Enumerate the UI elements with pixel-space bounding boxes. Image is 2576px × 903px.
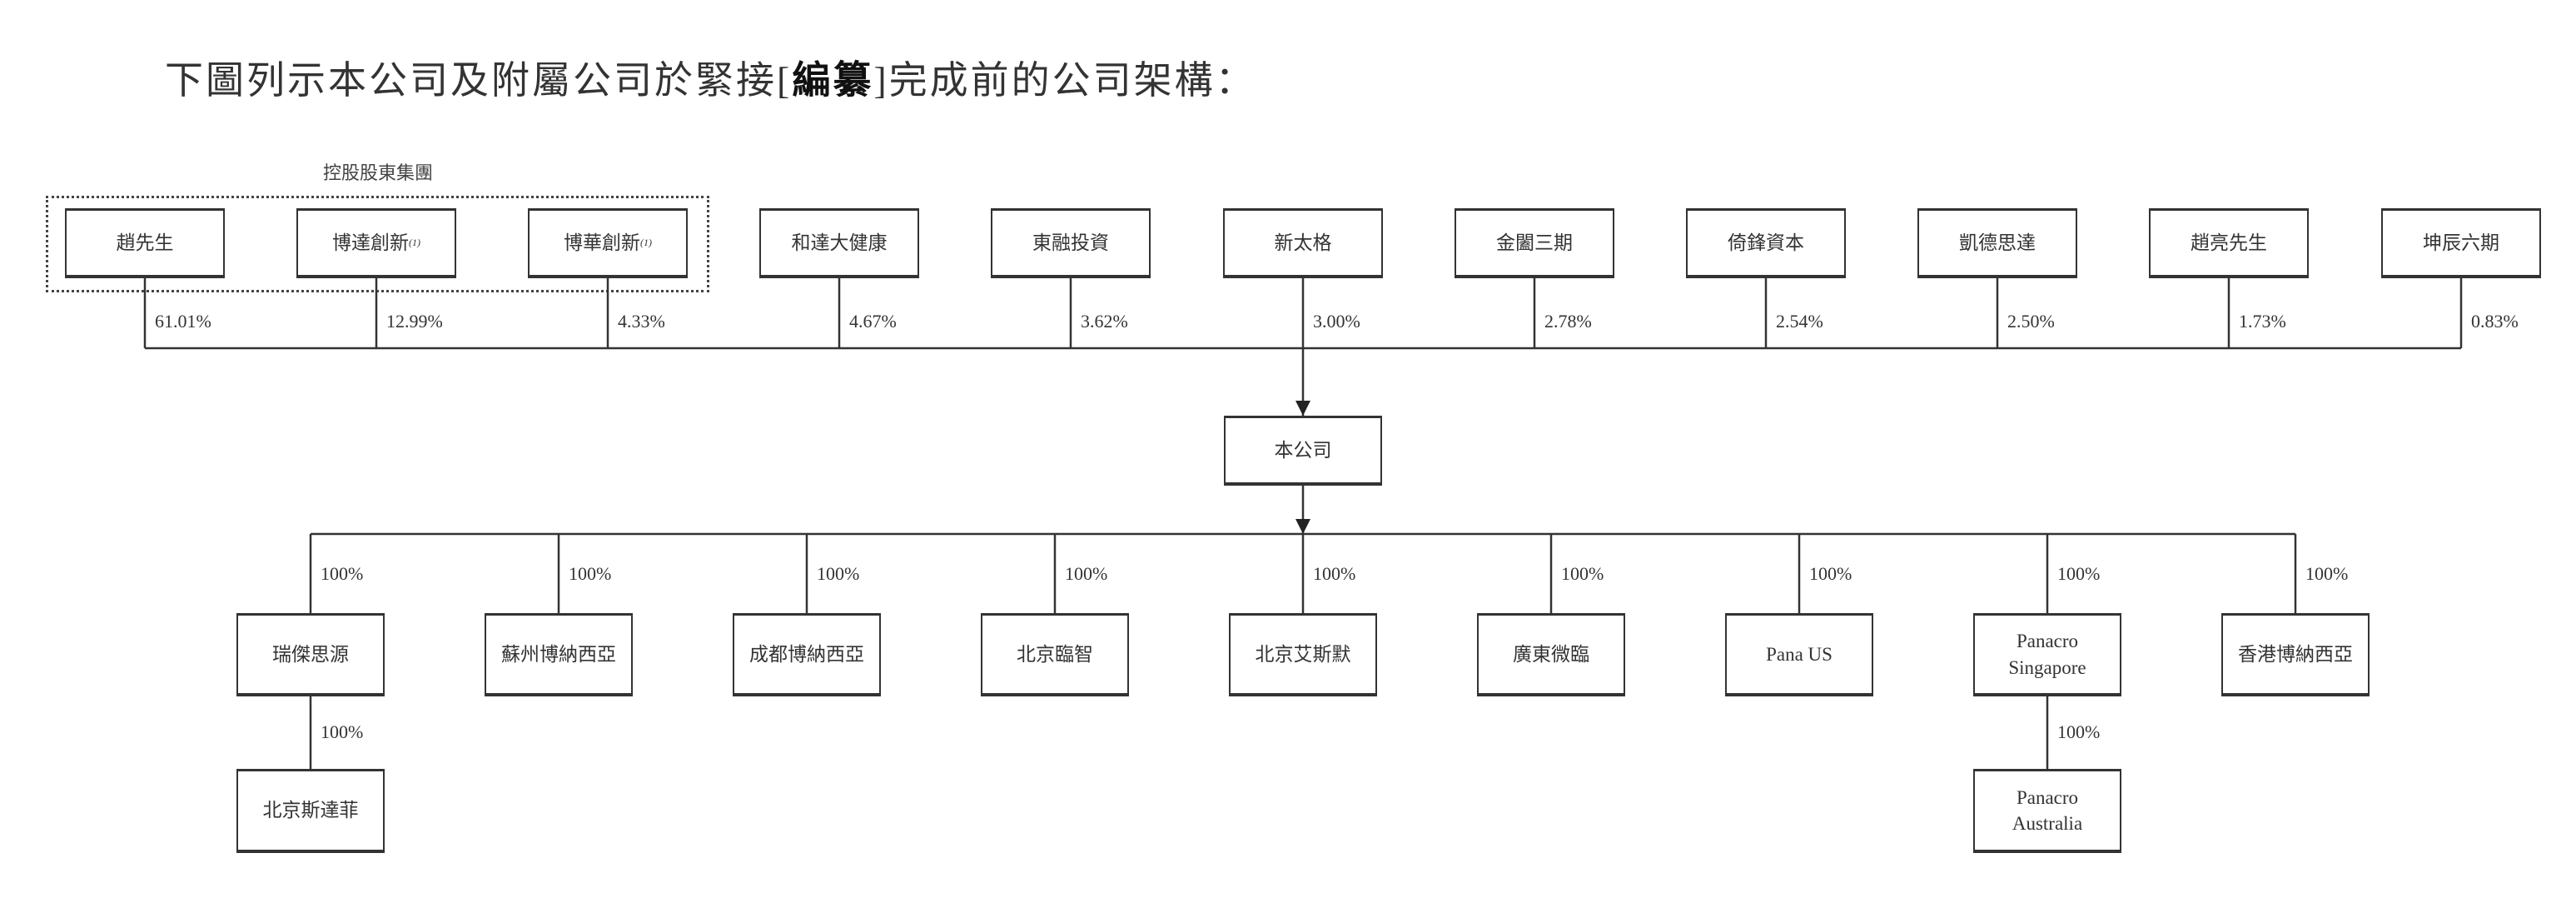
ownership-percentage: 100% [2305, 563, 2349, 584]
subsidiary-box: Panacro Singapore [1973, 613, 2121, 696]
ownership-percentage: 4.67% [849, 311, 897, 332]
shareholder-box: 金闔三期 [1455, 208, 1614, 278]
entity-name: 東融投資 [1032, 232, 1109, 253]
ownership-percentage: 12.99% [386, 311, 443, 332]
entity-name: 廣東微臨 [1513, 643, 1589, 665]
ownership-percentage: 2.50% [2007, 311, 2055, 332]
ownership-percentage: 100% [817, 563, 860, 584]
entity-name: Pana US [1766, 643, 1833, 665]
subsidiary-box: 成都博納西亞 [733, 613, 881, 696]
entity-name: 倚鋒資本 [1728, 232, 1804, 253]
shareholder-box: 倚鋒資本 [1686, 208, 1846, 278]
entity-name: 凱德思達 [1959, 232, 2036, 253]
ownership-percentage: 4.33% [618, 311, 665, 332]
ownership-percentage: 3.62% [1081, 311, 1128, 332]
footnote-marker: (1) [640, 237, 652, 249]
arrow-down-icon [1295, 519, 1310, 534]
shareholder-box: 博達創新(1) [296, 208, 456, 278]
footnote-marker: (1) [409, 237, 420, 249]
shareholder-box: 趙先生 [65, 208, 225, 278]
entity-name: 北京臨智 [1017, 643, 1093, 665]
entity-name: Panacro Australia [2012, 786, 2083, 834]
shareholder-box: 博華創新(1) [528, 208, 688, 278]
entity-name: 香港博納西亞 [2238, 643, 2353, 665]
shareholder-box: 和達大健康 [759, 208, 919, 278]
entity-name: 趙亮先生 [2191, 232, 2267, 253]
ownership-percentage: 0.83% [2471, 311, 2519, 332]
ownership-percentage: 1.73% [2239, 311, 2286, 332]
subsidiary-box: 蘇州博納西亞 [485, 613, 633, 696]
subsidiary-box: 北京斯達菲 [236, 769, 385, 853]
entity-name: 北京艾斯默 [1255, 643, 1351, 665]
entity-name: 北京斯達菲 [262, 800, 359, 821]
entity-name: 金闔三期 [1496, 232, 1573, 253]
ownership-percentage: 100% [569, 563, 612, 584]
subsidiary-box: 瑞傑思源 [236, 613, 385, 696]
entity-name: 博華創新 [564, 232, 640, 253]
shareholder-box: 趙亮先生 [2149, 208, 2309, 278]
subsidiary-box: 北京艾斯默 [1229, 613, 1377, 696]
entity-name: 成都博納西亞 [749, 643, 864, 665]
ownership-percentage: 100% [1809, 563, 1852, 584]
ownership-percentage: 100% [1313, 563, 1356, 584]
ownership-percentage: 100% [321, 721, 364, 742]
entity-name: 蘇州博納西亞 [501, 643, 616, 665]
shareholder-box: 新太格 [1223, 208, 1383, 278]
entity-name: 趙先生 [116, 232, 174, 253]
ownership-percentage: 2.54% [1776, 311, 1823, 332]
ownership-percentage: 100% [1065, 563, 1108, 584]
shareholder-box: 坤辰六期 [2381, 208, 2541, 278]
controlling-group-outline [46, 196, 709, 292]
controlling-group-label: 控股股東集團 [322, 162, 433, 183]
shareholder-box: 東融投資 [991, 208, 1151, 278]
entity-name: 和達大健康 [791, 232, 888, 253]
subsidiary-box: Panacro Australia [1973, 769, 2121, 853]
ownership-percentage: 100% [321, 563, 364, 584]
arrow-down-icon [1295, 401, 1310, 416]
entity-name: 坤辰六期 [2423, 232, 2499, 253]
ownership-percentage: 2.78% [1544, 311, 1592, 332]
ownership-percentage: 100% [2057, 721, 2101, 742]
company-box: 本公司 [1224, 416, 1382, 486]
subsidiary-box: 廣東微臨 [1477, 613, 1625, 696]
entity-name: 博達創新 [332, 232, 409, 253]
ownership-percentage: 3.00% [1313, 311, 1360, 332]
entity-name: 新太格 [1274, 232, 1332, 253]
page-title: 下圖列示本公司及附屬公司於緊接[編纂]完成前的公司架構： [165, 59, 1256, 102]
shareholder-box: 凱德思達 [1917, 208, 2077, 278]
subsidiary-box: 香港博納西亞 [2221, 613, 2370, 696]
entity-name: 瑞傑思源 [272, 643, 349, 665]
ownership-percentage: 61.01% [155, 311, 211, 332]
entity-name: Panacro Singapore [2008, 631, 2086, 678]
subsidiary-box: Pana US [1725, 613, 1873, 696]
ownership-percentage: 100% [1561, 563, 1604, 584]
entity-name: 本公司 [1274, 439, 1332, 461]
ownership-percentage: 100% [2057, 563, 2101, 584]
subsidiary-box: 北京臨智 [981, 613, 1129, 696]
